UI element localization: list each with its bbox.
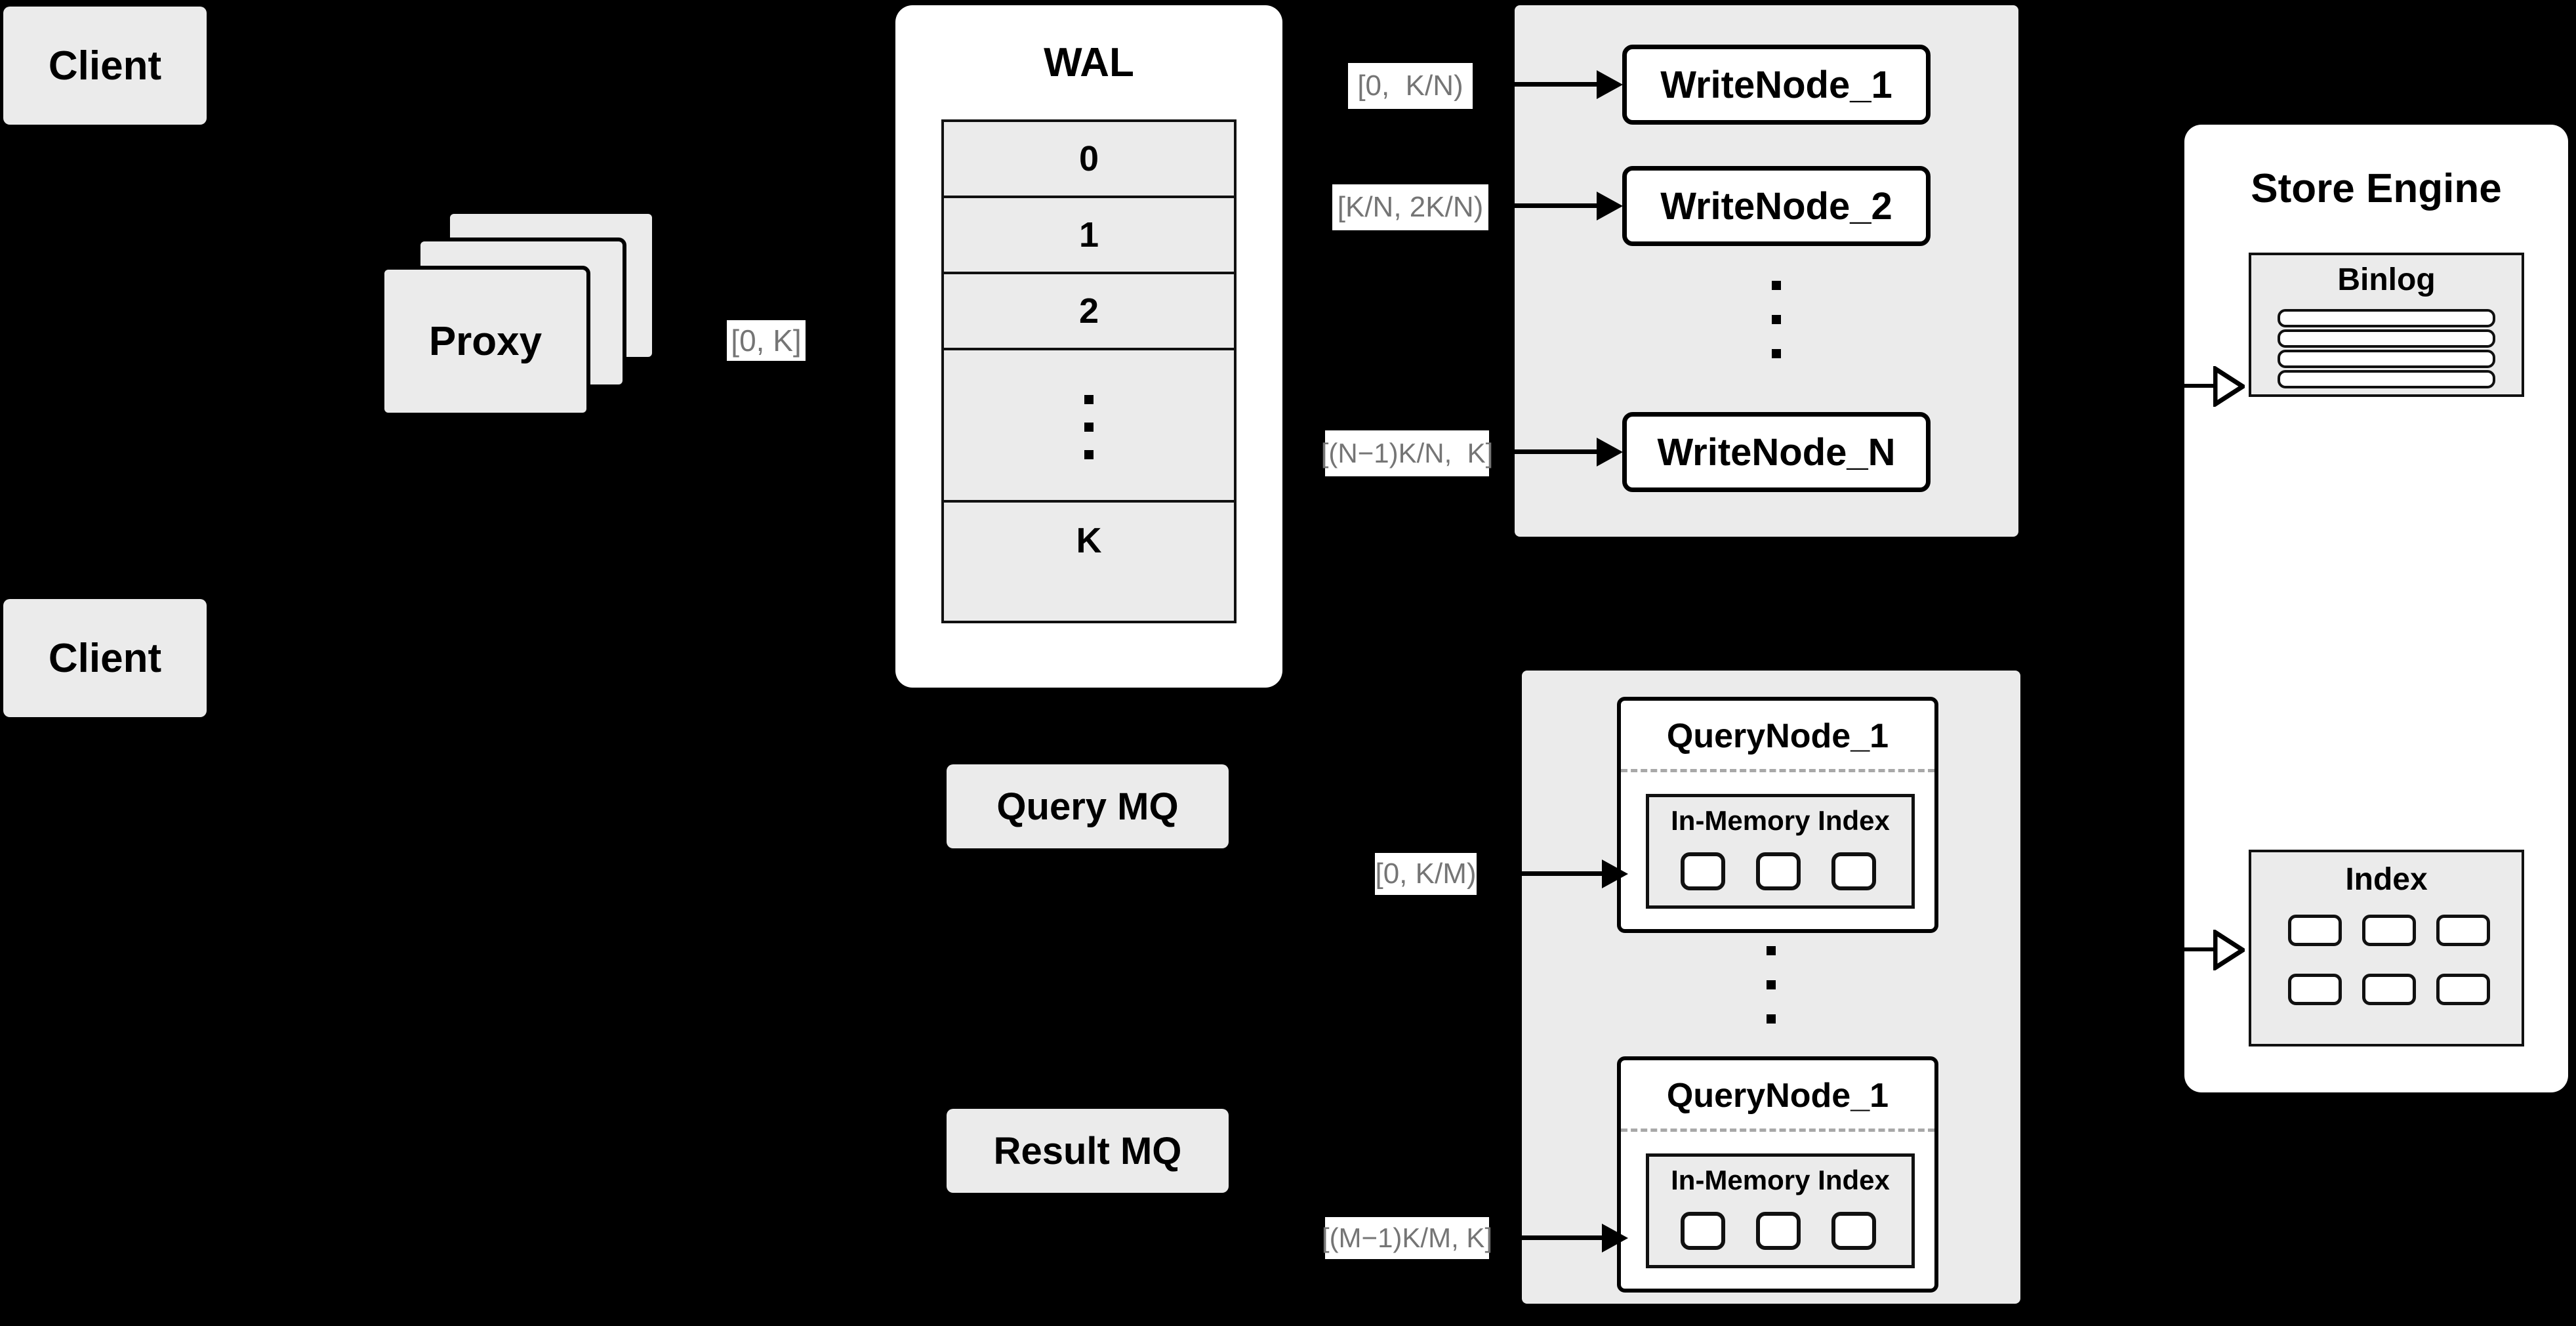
query-node-2-label: QueryNode_1	[1666, 1077, 1889, 1115]
range-label-write-node-2-text: [K/N, 2K/N)	[1337, 191, 1484, 223]
query-node-2-index-cell-2	[1756, 1212, 1801, 1250]
arrow-head-write-node-2	[1597, 192, 1623, 220]
index-cell-4	[2288, 974, 2342, 1005]
query-node-1-in-memory-index-title: In-Memory Index	[1671, 805, 1890, 836]
query-node-2-index-cell-1	[1681, 1212, 1725, 1250]
wal-row-0-label: 0	[1078, 139, 1099, 178]
wal-row-0: 0	[944, 122, 1234, 198]
range-label-write-node-n: [(N−1)K/N, K]	[1321, 430, 1493, 476]
wal-row-1-label: 1	[1078, 215, 1099, 255]
query-mq-box: Query MQ	[947, 764, 1229, 848]
write-node-2-label: WriteNode_2	[1660, 184, 1892, 228]
query-node-group-ellipsis	[1767, 946, 1776, 1024]
arrow-line-binlog	[2184, 384, 2216, 388]
wal-ellipsis-dots	[1084, 395, 1094, 459]
query-node-1-index-cell-2	[1756, 852, 1801, 890]
binlog-panel: Binlog	[2249, 253, 2524, 397]
range-label-proxy-to-wal: [0, K]	[727, 320, 806, 361]
binlog-row-3	[2278, 350, 2495, 368]
write-node-group-ellipsis	[1772, 281, 1781, 358]
binlog-row-4	[2278, 370, 2495, 388]
query-node-2-divider	[1621, 1129, 1934, 1132]
arrow-head-binlog-icon	[2213, 366, 2245, 407]
range-label-write-node-2: [K/N, 2K/N)	[1332, 184, 1488, 230]
query-node-1-index-cell-3	[1831, 852, 1876, 890]
client-box-2-label: Client	[48, 635, 162, 681]
range-label-query-node-m-text: [(M−1)K/M, K]	[1321, 1222, 1493, 1253]
range-label-write-node-1: [0, K/N)	[1348, 63, 1473, 109]
query-node-1: QueryNode_1 In-Memory Index	[1617, 697, 1938, 933]
arrow-head-write-node-n	[1597, 438, 1623, 466]
arrow-head-query-node-1	[1602, 860, 1628, 888]
range-label-query-node-1: [0, K/M)	[1375, 853, 1477, 895]
arrow-line-query-node-m	[1519, 1235, 1604, 1240]
index-cell-3	[2436, 915, 2490, 946]
query-node-1-in-memory-index-panel: In-Memory Index	[1646, 794, 1915, 909]
range-label-write-node-n-text: [(N−1)K/N, K]	[1320, 438, 1494, 468]
proxy-stack: Proxy	[380, 210, 669, 426]
index-title: Index	[2345, 862, 2428, 897]
query-node-2: QueryNode_1 In-Memory Index	[1617, 1056, 1938, 1293]
arrow-line-write-node-1	[1513, 82, 1599, 87]
wal-row-2-label: 2	[1078, 291, 1099, 331]
write-node-1-label: WriteNode_1	[1660, 63, 1892, 106]
range-label-query-node-m: [(M−1)K/M, K]	[1321, 1217, 1493, 1259]
range-label-query-node-1-text: [0, K/M)	[1375, 858, 1477, 890]
query-node-2-in-memory-index-title: In-Memory Index	[1671, 1165, 1890, 1195]
index-panel: Index	[2249, 850, 2524, 1046]
index-cell-2	[2362, 915, 2416, 946]
query-node-1-index-cell-1	[1681, 852, 1725, 890]
write-node-2: WriteNode_2	[1622, 166, 1931, 246]
write-node-n-label: WriteNode_N	[1657, 430, 1896, 474]
binlog-title: Binlog	[2337, 262, 2436, 297]
arrow-head-index-icon	[2213, 930, 2245, 970]
result-mq-box: Result MQ	[947, 1109, 1229, 1193]
index-cell-1	[2288, 915, 2342, 946]
index-cell-5	[2362, 974, 2416, 1005]
store-engine-title: Store Engine	[2251, 166, 2502, 211]
query-node-1-divider	[1621, 769, 1934, 772]
index-cell-6	[2436, 974, 2490, 1005]
arrow-line-query-node-1	[1519, 871, 1604, 876]
query-node-2-in-memory-index-panel: In-Memory Index	[1646, 1153, 1915, 1268]
client-box-1: Client	[3, 7, 207, 125]
range-label-proxy-to-wal-text: [0, K]	[731, 323, 802, 358]
arrow-head-write-node-1	[1597, 70, 1623, 99]
range-label-write-node-1-text: [0, K/N)	[1357, 70, 1463, 102]
wal-row-ellipsis	[944, 350, 1234, 503]
binlog-row-1	[2278, 309, 2495, 327]
wal-row-2: 2	[944, 274, 1234, 350]
proxy-card-front: Proxy	[380, 266, 590, 417]
wal-title: WAL	[1044, 40, 1134, 85]
arrow-line-write-node-2	[1513, 203, 1599, 208]
binlog-row-2	[2278, 329, 2495, 348]
arrow-line-index	[2184, 947, 2216, 951]
write-node-n: WriteNode_N	[1622, 412, 1931, 492]
query-mq-label: Query MQ	[996, 785, 1179, 828]
result-mq-label: Result MQ	[993, 1129, 1182, 1172]
proxy-label: Proxy	[428, 318, 542, 364]
wal-table: 0 1 2 K	[941, 119, 1237, 623]
write-node-1: WriteNode_1	[1622, 45, 1931, 125]
arrow-head-query-node-m	[1602, 1224, 1628, 1253]
query-node-2-index-cell-3	[1831, 1212, 1876, 1250]
arrow-line-write-node-n	[1513, 449, 1599, 454]
wal-row-1: 1	[944, 198, 1234, 274]
wal-row-k: K	[944, 503, 1234, 579]
wal-row-k-label: K	[1076, 521, 1102, 560]
query-node-1-label: QueryNode_1	[1666, 717, 1889, 755]
client-box-1-label: Client	[48, 43, 162, 89]
client-box-2: Client	[3, 599, 207, 717]
